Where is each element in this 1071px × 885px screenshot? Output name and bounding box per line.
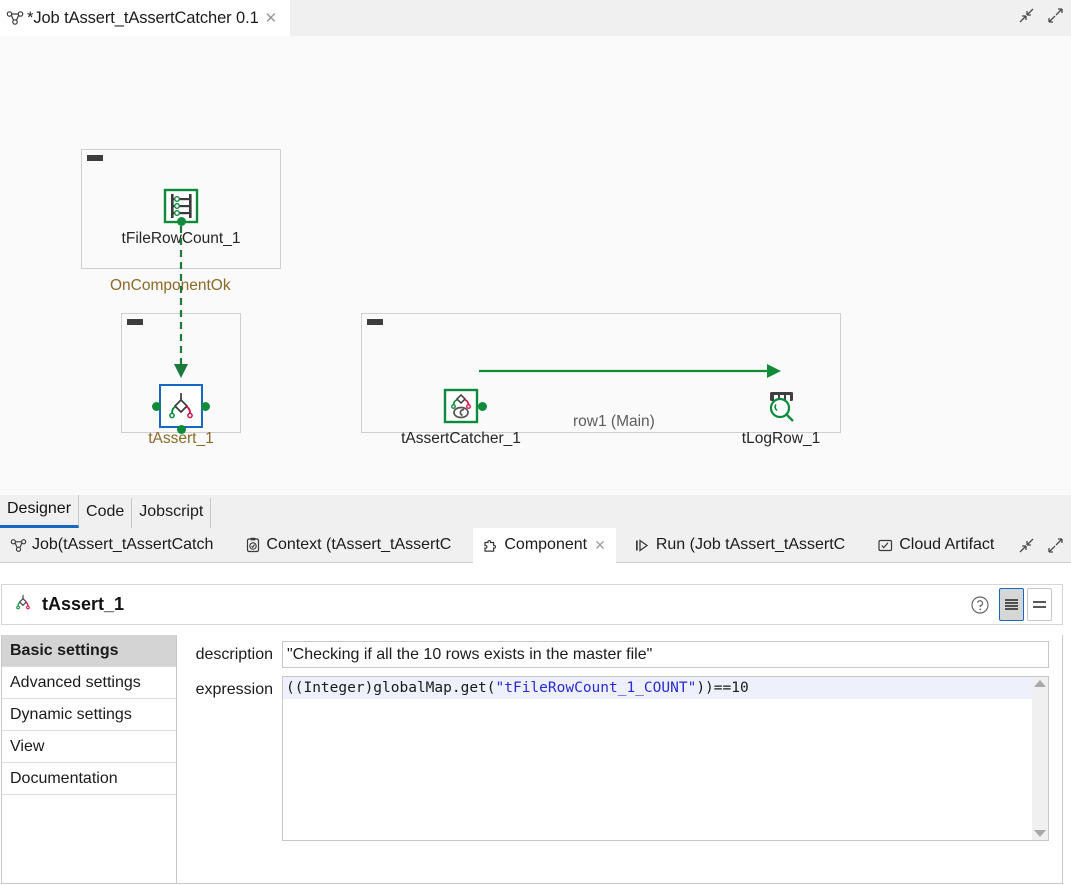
minimize-icon[interactable] — [1017, 536, 1036, 560]
list-filled-icon[interactable] — [999, 588, 1024, 621]
settings-tab-documentation[interactable]: Documentation — [2, 763, 176, 795]
link-row1-main[interactable] — [477, 356, 787, 386]
tab-label: Run (Job tAssert_tAssertC — [655, 536, 846, 553]
tab-label: Job(tAssert_tAssertCatch — [32, 536, 214, 553]
job-icon — [10, 538, 27, 553]
minimize-icon[interactable] — [1017, 6, 1036, 30]
node-port-right[interactable] — [478, 402, 487, 411]
tab-component-view[interactable]: Component ✕ — [473, 527, 616, 563]
list-outline-icon[interactable] — [1027, 588, 1052, 621]
expression-label: expression — [195, 681, 273, 698]
panel-header: tAssert_1 — [1, 584, 1063, 625]
editor-tab-strip: *Job tAssert_tAssertCatcher 0.1 ✕ — [0, 0, 1071, 36]
editor-tab-job[interactable]: *Job tAssert_tAssertCatcher 0.1 ✕ — [0, 0, 290, 36]
view-window-buttons — [1017, 536, 1065, 560]
assert-icon — [12, 591, 34, 618]
job-icon — [6, 10, 24, 26]
field-expression: expression ((Integer)globalMap.get("tFil… — [177, 676, 1062, 841]
node-port-bottom[interactable] — [177, 425, 186, 434]
maximize-icon[interactable] — [1046, 6, 1065, 30]
expression-string: "tFileRowCount_1_COUNT" — [495, 680, 697, 696]
log-row-icon[interactable] — [761, 386, 801, 426]
node-tassertcatcher-1[interactable]: tAssertCatcher_1 — [401, 386, 521, 448]
node-port-right[interactable] — [201, 402, 210, 411]
view-tab-bar: Job(tAssert_tAssertCatch Context (tAsser… — [0, 527, 1071, 563]
scroll-down-arrow[interactable] — [1034, 830, 1046, 837]
expression-scrollbar[interactable] — [1032, 677, 1048, 840]
settings-tab-list: Basic settings Advanced settings Dynamic… — [1, 635, 177, 884]
subjob-handle[interactable] — [367, 319, 383, 325]
tab-run-view[interactable]: Run (Job tAssert_tAssertC — [624, 528, 855, 563]
designer-tab-bar: Designer Code Jobscript — [0, 495, 1071, 528]
page-title: tAssert_1 — [42, 594, 125, 614]
tab-label: Component — [504, 536, 588, 553]
description-input[interactable] — [282, 641, 1049, 668]
component-panel: tAssert_1 Basic settings — [0, 563, 1071, 885]
link-oncomponentok[interactable] — [160, 186, 205, 386]
settings-tab-advanced[interactable]: Advanced settings — [2, 667, 176, 699]
subjob-assertcatcher[interactable] — [361, 313, 841, 433]
maximize-icon[interactable] — [1046, 536, 1065, 560]
node-port-bottom[interactable] — [177, 217, 186, 226]
close-icon[interactable]: ✕ — [594, 536, 606, 553]
node-label: tAssertCatcher_1 — [401, 430, 521, 447]
tab-label: Context (tAssert_tAssertC — [266, 536, 452, 553]
expression-suffix: ))==10 — [696, 680, 749, 696]
context-icon — [245, 537, 261, 553]
node-port-left[interactable] — [152, 402, 161, 411]
tab-context-view[interactable]: Context (tAssert_tAssertC — [235, 528, 461, 563]
scroll-up-arrow[interactable] — [1034, 680, 1046, 687]
tab-label: Cloud Artifact — [899, 536, 995, 553]
subjob-handle[interactable] — [127, 319, 143, 325]
assert-icon[interactable] — [152, 384, 210, 434]
settings-tab-view[interactable]: View — [2, 731, 176, 763]
file-row-count-icon[interactable] — [161, 186, 201, 226]
tab-designer[interactable]: Designer — [0, 495, 80, 528]
panel-buttons — [966, 588, 1062, 621]
node-tlogrow-1[interactable]: tLogRow_1 — [721, 386, 841, 448]
settings-tab-basic[interactable]: Basic settings — [2, 635, 176, 667]
job-canvas[interactable]: OnComponentOk row1 (Main) tFileRowCount_… — [0, 36, 1071, 495]
node-tassert-1[interactable]: tAssert_1 — [121, 384, 241, 448]
tab-code[interactable]: Code — [79, 498, 133, 528]
node-label: tLogRow_1 — [741, 430, 821, 447]
expression-editor[interactable]: ((Integer)globalMap.get("tFileRowCount_1… — [282, 676, 1049, 841]
link-label-row1-main[interactable]: row1 (Main) — [573, 413, 655, 430]
expression-prefix: ((Integer)globalMap.get( — [286, 680, 496, 696]
settings-body: description expression ((Integer)globalM… — [177, 635, 1063, 884]
link-label-oncomponentok[interactable]: OnComponentOk — [110, 277, 231, 294]
tab-job-view[interactable]: Job(tAssert_tAssertCatch — [0, 528, 223, 563]
window-buttons — [1017, 6, 1065, 30]
tab-jobscript[interactable]: Jobscript — [132, 498, 212, 528]
tab-cloud-artifact-view[interactable]: Cloud Artifact — [867, 528, 1004, 563]
help-icon[interactable] — [966, 591, 993, 618]
component-icon — [483, 537, 499, 553]
node-label: tAssert_1 — [148, 430, 214, 447]
assert-catcher-icon[interactable] — [441, 386, 487, 426]
settings-tab-dynamic[interactable]: Dynamic settings — [2, 699, 176, 731]
expression-text[interactable]: ((Integer)globalMap.get("tFileRowCount_1… — [283, 677, 1032, 699]
description-label: description — [195, 646, 273, 663]
editor-tab-label: *Job tAssert_tAssertCatcher 0.1 — [27, 8, 259, 27]
subjob-handle[interactable] — [87, 155, 103, 161]
run-icon — [634, 538, 651, 553]
cloud-artifact-icon — [877, 538, 894, 553]
field-description: description — [177, 641, 1062, 668]
close-icon[interactable]: ✕ — [264, 9, 278, 27]
